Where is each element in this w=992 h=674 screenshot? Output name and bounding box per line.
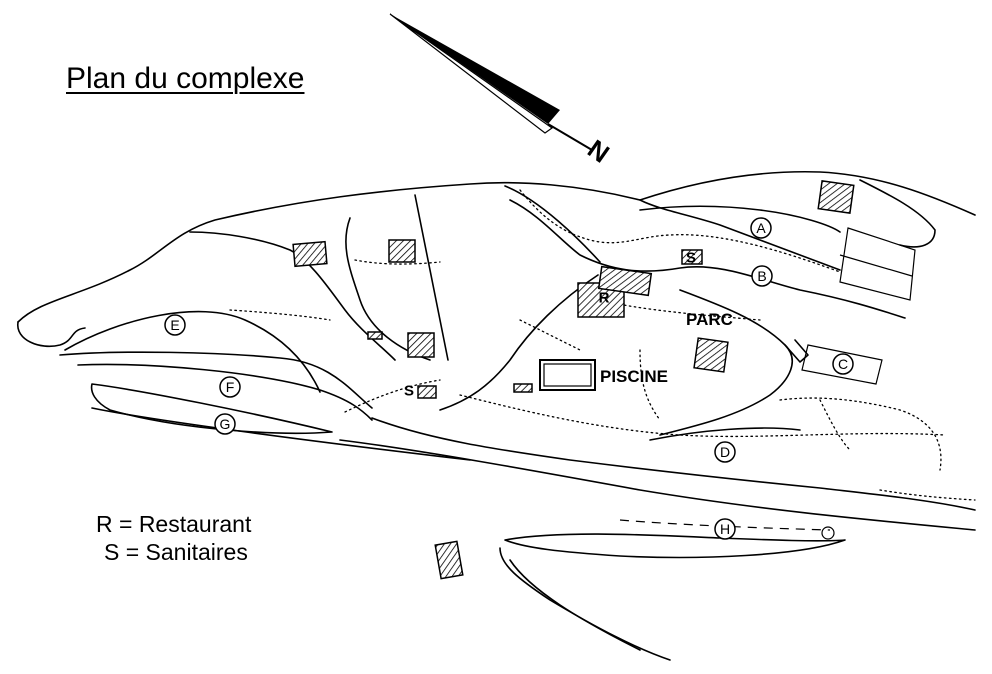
building: [434, 540, 464, 580]
building: [388, 239, 416, 263]
site-outline: [17, 170, 976, 661]
marker-sanitaires-2: S: [404, 383, 414, 400]
area-label-piscine: PISCINE: [600, 367, 668, 386]
zone-marker-d: D: [714, 441, 736, 463]
building: [367, 331, 383, 340]
svg-text:R: R: [599, 290, 610, 307]
building: [292, 240, 328, 268]
swimming-pool-inner: [543, 363, 592, 387]
svg-text:E: E: [170, 317, 179, 333]
marker-sanitaires-1: S: [686, 250, 696, 267]
sanitary-building: [681, 249, 703, 265]
svg-text:D: D: [720, 444, 730, 460]
svg-text:A: A: [756, 220, 766, 236]
svg-text:C: C: [838, 356, 848, 372]
building: [407, 332, 435, 358]
sanitary-building: [417, 385, 437, 399]
zone-marker-e: E: [164, 314, 186, 336]
svg-text:G: G: [220, 416, 231, 432]
north-label: N: [582, 134, 615, 169]
map-title: Plan du complexe: [66, 62, 305, 95]
svg-text:H: H: [720, 521, 730, 537]
zone-marker-c: C: [832, 353, 854, 375]
zone-marker-h: H: [714, 518, 736, 540]
zone-marker-f: F: [219, 376, 241, 398]
area-label-parc: PARC: [686, 310, 733, 329]
zone-marker-a: A: [750, 217, 772, 239]
building: [597, 265, 653, 297]
buildings: [292, 180, 855, 580]
footpaths: [229, 189, 976, 531]
legend: R = Restaurant S = Sanitaires: [96, 510, 251, 566]
svg-text:S: S: [404, 383, 414, 400]
legend-item-restaurant: R = Restaurant: [96, 511, 252, 537]
building: [817, 180, 855, 214]
building: [693, 337, 729, 373]
svg-text:F: F: [226, 379, 235, 395]
north-arrow-icon: N: [389, 13, 615, 169]
zone-marker-g: G: [214, 413, 236, 435]
legend-item-sanitaires: S = Sanitaires: [104, 539, 248, 565]
building: [513, 383, 533, 393]
swimming-pool: [539, 359, 596, 391]
marker-restaurant: R: [599, 290, 610, 307]
zone-marker-b: B: [751, 265, 773, 287]
svg-text:S: S: [686, 250, 696, 267]
svg-text:B: B: [757, 268, 766, 284]
